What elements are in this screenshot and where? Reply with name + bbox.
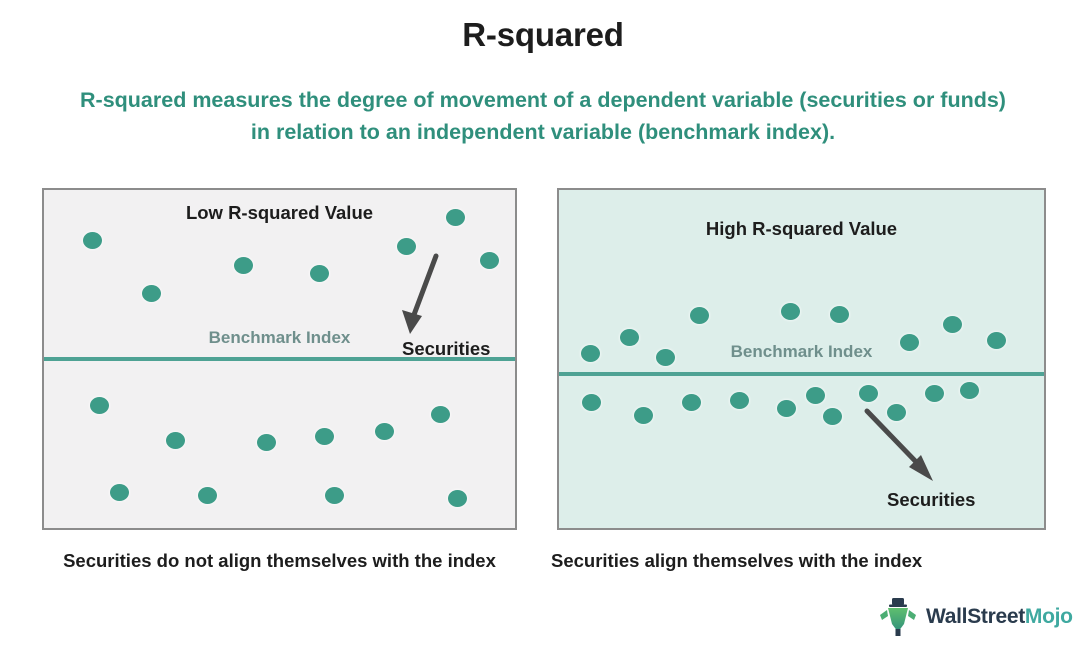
panel-low-benchmark-line (44, 357, 515, 361)
caption-low-panel: Securities do not align themselves with … (63, 550, 496, 571)
scatter-dot (89, 396, 109, 414)
panel-high-r-squared: High R-squared Value Benchmark Index Sec… (557, 188, 1046, 530)
wallstreetmojo-bull-icon (880, 598, 916, 636)
panel-high-annotation-label: Securities (887, 489, 976, 510)
caption-high-panel: Securities align themselves with the ind… (551, 550, 923, 571)
scatter-dot (82, 231, 102, 249)
scatter-dot (619, 328, 639, 346)
scatter-dot (447, 489, 467, 507)
scatter-dot (822, 407, 842, 425)
panel-high-benchmark-label: Benchmark Index (730, 342, 873, 361)
scatter-dot (581, 393, 601, 411)
scatter-dot (314, 427, 334, 445)
scatter-dot (899, 333, 919, 351)
scatter-dot (689, 306, 709, 324)
scatter-dot (681, 393, 701, 411)
panel-low-r-squared: Low R-squared Value Benchmark Index Secu… (42, 188, 517, 530)
scatter-dot (886, 403, 906, 421)
scatter-dot (829, 305, 849, 323)
scatter-dot (479, 251, 499, 269)
scatter-dot (309, 264, 329, 282)
scatter-dot (729, 391, 749, 409)
scatter-dot (580, 344, 600, 362)
panel-low-annotation-label: Securities (402, 338, 491, 359)
scatter-dot (942, 315, 962, 333)
scatter-dot (233, 256, 253, 274)
scatter-dot (256, 433, 276, 451)
scatter-dot (986, 331, 1006, 349)
scatter-dot (109, 483, 129, 501)
scatter-dot (805, 386, 825, 404)
page-subtitle: R-squared measures the degree of movemen… (80, 88, 1006, 144)
logo-text-secondary: Mojo (1024, 605, 1073, 628)
scatter-dot (924, 384, 944, 402)
scatter-dot (655, 348, 675, 366)
scatter-dot (430, 405, 450, 423)
scatter-dot (396, 237, 416, 255)
scatter-dot (959, 381, 979, 399)
panel-low-title: Low R-squared Value (185, 202, 374, 223)
arrow-down-icon (402, 253, 439, 334)
panel-low-benchmark-label: Benchmark Index (208, 328, 351, 347)
scatter-dot (776, 399, 796, 417)
logo-wordmark: WallStreetMojo (926, 605, 1073, 629)
scatter-dot (633, 406, 653, 424)
logo-text-primary: WallStreet (926, 605, 1025, 628)
scatter-dot (141, 284, 161, 302)
scatter-dot (324, 486, 344, 504)
scatter-dot (858, 384, 878, 402)
wallstreetmojo-logo: WallStreetMojo (878, 596, 1073, 638)
scatter-dot (197, 486, 217, 504)
scatter-dot (374, 422, 394, 440)
page-title: R-squared (462, 16, 624, 53)
scatter-dot (780, 302, 800, 320)
panel-high-title: High R-squared Value (705, 218, 898, 239)
arrow-down-right-icon (864, 408, 933, 481)
scatter-dot (445, 208, 465, 226)
scatter-dot (165, 431, 185, 449)
panel-high-benchmark-line (559, 372, 1044, 376)
